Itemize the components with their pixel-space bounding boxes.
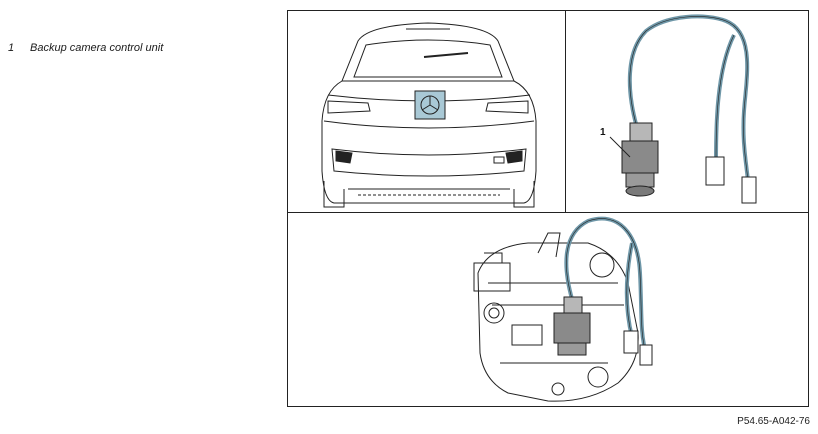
legend-item: 1 Backup camera control unit xyxy=(8,42,163,54)
figure-code: P54.65-A042-76 xyxy=(737,416,810,427)
installed-unit-panel xyxy=(288,213,809,407)
callout-number: 1 xyxy=(600,127,606,138)
illustration-frame: 1 xyxy=(287,10,809,407)
callout-leader xyxy=(609,136,631,158)
panel-divider-horizontal xyxy=(288,212,808,213)
control-unit-drawing: 1 xyxy=(600,14,757,204)
control-unit-panel: 1 xyxy=(566,11,809,212)
vehicle-rear-drawing xyxy=(321,22,537,208)
vehicle-rear-panel xyxy=(288,11,565,212)
panel-divider-vertical xyxy=(565,11,566,212)
installed-unit-drawing xyxy=(473,216,653,402)
legend-label: Backup camera control unit xyxy=(30,42,164,54)
legend-number: 1 xyxy=(8,42,15,54)
